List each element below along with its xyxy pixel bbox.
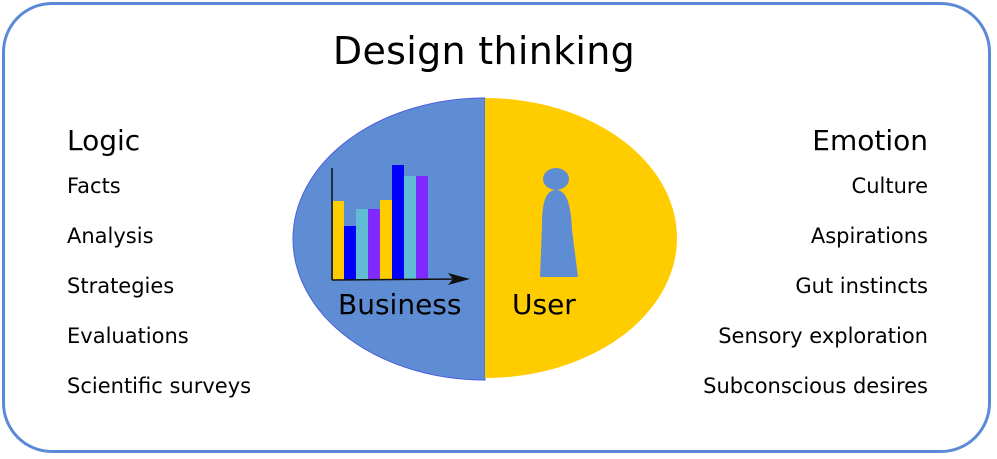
emotion-item: Sensory exploration <box>718 324 928 348</box>
logic-item: Evaluations <box>67 324 189 348</box>
emotion-column: Emotion Culture Aspirations Gut instinct… <box>703 122 928 422</box>
business-label: Business <box>338 288 462 321</box>
person-icon <box>540 168 578 277</box>
user-half <box>485 98 677 378</box>
emotion-item: Culture <box>851 174 928 198</box>
emotion-item: Gut instincts <box>795 274 928 298</box>
emotion-heading: Emotion <box>812 124 928 157</box>
logic-item: Analysis <box>67 224 154 248</box>
user-label: User <box>512 288 576 321</box>
logic-item: Strategies <box>67 274 175 298</box>
bar-chart-icon <box>331 165 470 285</box>
logic-item: Scientific surveys <box>67 374 252 398</box>
logic-column: Logic Facts Analysis Strategies Evaluati… <box>67 122 251 422</box>
diagram-frame <box>2 2 991 453</box>
diagram-title: Design thinking <box>332 29 636 73</box>
emotion-item: Subconscious desires <box>703 374 928 398</box>
logic-item: Facts <box>67 174 121 198</box>
emotion-item: Aspirations <box>810 224 928 248</box>
logic-heading: Logic <box>67 124 141 157</box>
